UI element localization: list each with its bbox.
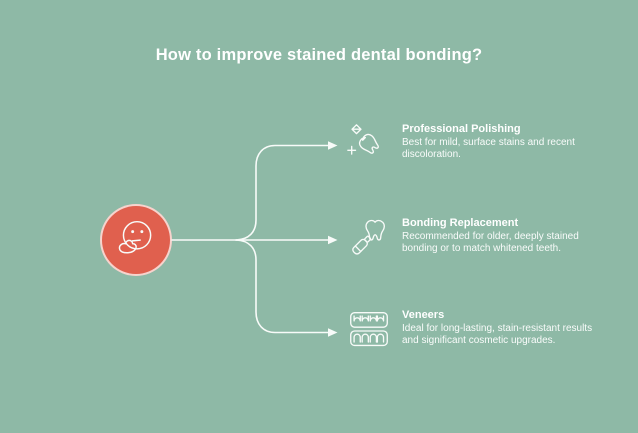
option-description: Recommended for older, deeply stained bo… <box>402 231 579 255</box>
option-title: Veneers <box>402 309 445 321</box>
polished-tooth-icon <box>344 119 394 171</box>
option-description: Best for mild, surface stains and recent… <box>402 137 575 161</box>
thinking-person-badge <box>100 204 172 276</box>
option-professional-polishing: Professional Polishing Best for mild, su… <box>344 119 600 171</box>
tooth-repair-icon <box>344 213 394 265</box>
option-title: Professional Polishing <box>402 123 521 135</box>
page-title: How to improve stained dental bonding? <box>155 46 483 64</box>
option-bonding-replacement: Bonding Replacement Recommended for olde… <box>344 213 600 265</box>
dentures-icon <box>344 305 394 357</box>
option-veneers: Veneers Ideal for long-lasting, stain-re… <box>344 305 600 357</box>
thinking-face-icon <box>113 217 159 263</box>
option-title: Bonding Replacement <box>402 217 519 229</box>
option-description: Ideal for long-lasting, stain-resistant … <box>402 323 593 347</box>
